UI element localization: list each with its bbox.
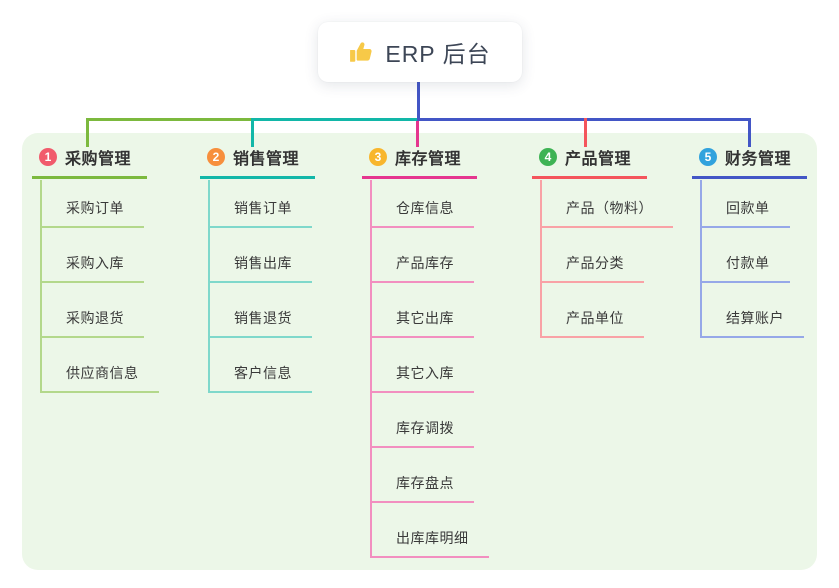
branch-children-purchase: 采购订单采购入库采购退货供应商信息 xyxy=(40,180,159,393)
branch-header-inventory[interactable]: 3 库存管理 xyxy=(362,145,478,179)
child-node[interactable]: 结算账户 xyxy=(702,283,804,338)
connector-drop-product xyxy=(584,118,587,147)
branch-children-finance: 回款单付款单结算账户 xyxy=(700,180,804,338)
branch-header-purchase[interactable]: 1 采购管理 xyxy=(32,145,148,179)
connector-root-drop xyxy=(417,82,420,121)
root-node[interactable]: ERP 后台 xyxy=(318,22,522,82)
child-node[interactable]: 付款单 xyxy=(702,228,790,283)
connector-drop-inventory xyxy=(416,121,419,147)
child-node[interactable]: 库存盘点 xyxy=(372,448,474,503)
child-node[interactable]: 采购退货 xyxy=(42,283,144,338)
branch-title: 产品管理 xyxy=(565,151,632,168)
branch-title: 采购管理 xyxy=(65,151,132,168)
branch-children-product: 产品（物料）产品分类产品单位 xyxy=(540,180,673,338)
branch-number-badge: 1 xyxy=(39,148,57,166)
connector-spine-sales xyxy=(251,118,417,121)
child-node[interactable]: 采购入库 xyxy=(42,228,144,283)
child-node[interactable]: 仓库信息 xyxy=(372,180,474,228)
child-node[interactable]: 库存调拨 xyxy=(372,393,474,448)
child-node[interactable]: 销售退货 xyxy=(210,283,312,338)
branch-header-finance[interactable]: 5 财务管理 xyxy=(692,145,808,179)
branch-number-badge: 5 xyxy=(699,148,717,166)
root-node-label: ERP 后台 xyxy=(385,41,491,67)
branch-number-badge: 3 xyxy=(369,148,387,166)
child-node[interactable]: 销售订单 xyxy=(210,180,312,228)
child-node[interactable]: 产品分类 xyxy=(542,228,644,283)
thumbs-up-icon xyxy=(350,42,372,62)
connector-drop-sales xyxy=(251,118,254,147)
child-node[interactable]: 供应商信息 xyxy=(42,338,159,393)
background-panel xyxy=(22,133,817,570)
branch-title: 销售管理 xyxy=(233,151,300,168)
branch-children-sales: 销售订单销售出库销售退货客户信息 xyxy=(208,180,312,393)
child-node[interactable]: 回款单 xyxy=(702,180,790,228)
child-node[interactable]: 采购订单 xyxy=(42,180,144,228)
branch-title: 库存管理 xyxy=(395,151,462,168)
branch-children-inventory: 仓库信息产品库存其它出库其它入库库存调拨库存盘点出库库明细 xyxy=(370,180,489,558)
child-node[interactable]: 其它出库 xyxy=(372,283,474,338)
connector-drop-purchase xyxy=(86,118,89,147)
branch-header-sales[interactable]: 2 销售管理 xyxy=(200,145,316,179)
child-node[interactable]: 其它入库 xyxy=(372,338,474,393)
child-node[interactable]: 产品单位 xyxy=(542,283,644,338)
connector-spine-purchase xyxy=(86,118,253,121)
connector-drop-finance xyxy=(748,118,751,147)
branch-number-badge: 4 xyxy=(539,148,557,166)
branch-number-badge: 2 xyxy=(207,148,225,166)
branch-title: 财务管理 xyxy=(725,151,792,168)
child-node[interactable]: 客户信息 xyxy=(210,338,312,393)
child-node[interactable]: 产品（物料） xyxy=(542,180,673,228)
branch-header-product[interactable]: 4 产品管理 xyxy=(532,145,648,179)
child-node[interactable]: 产品库存 xyxy=(372,228,474,283)
child-node[interactable]: 销售出库 xyxy=(210,228,312,283)
child-node[interactable]: 出库库明细 xyxy=(372,503,489,558)
